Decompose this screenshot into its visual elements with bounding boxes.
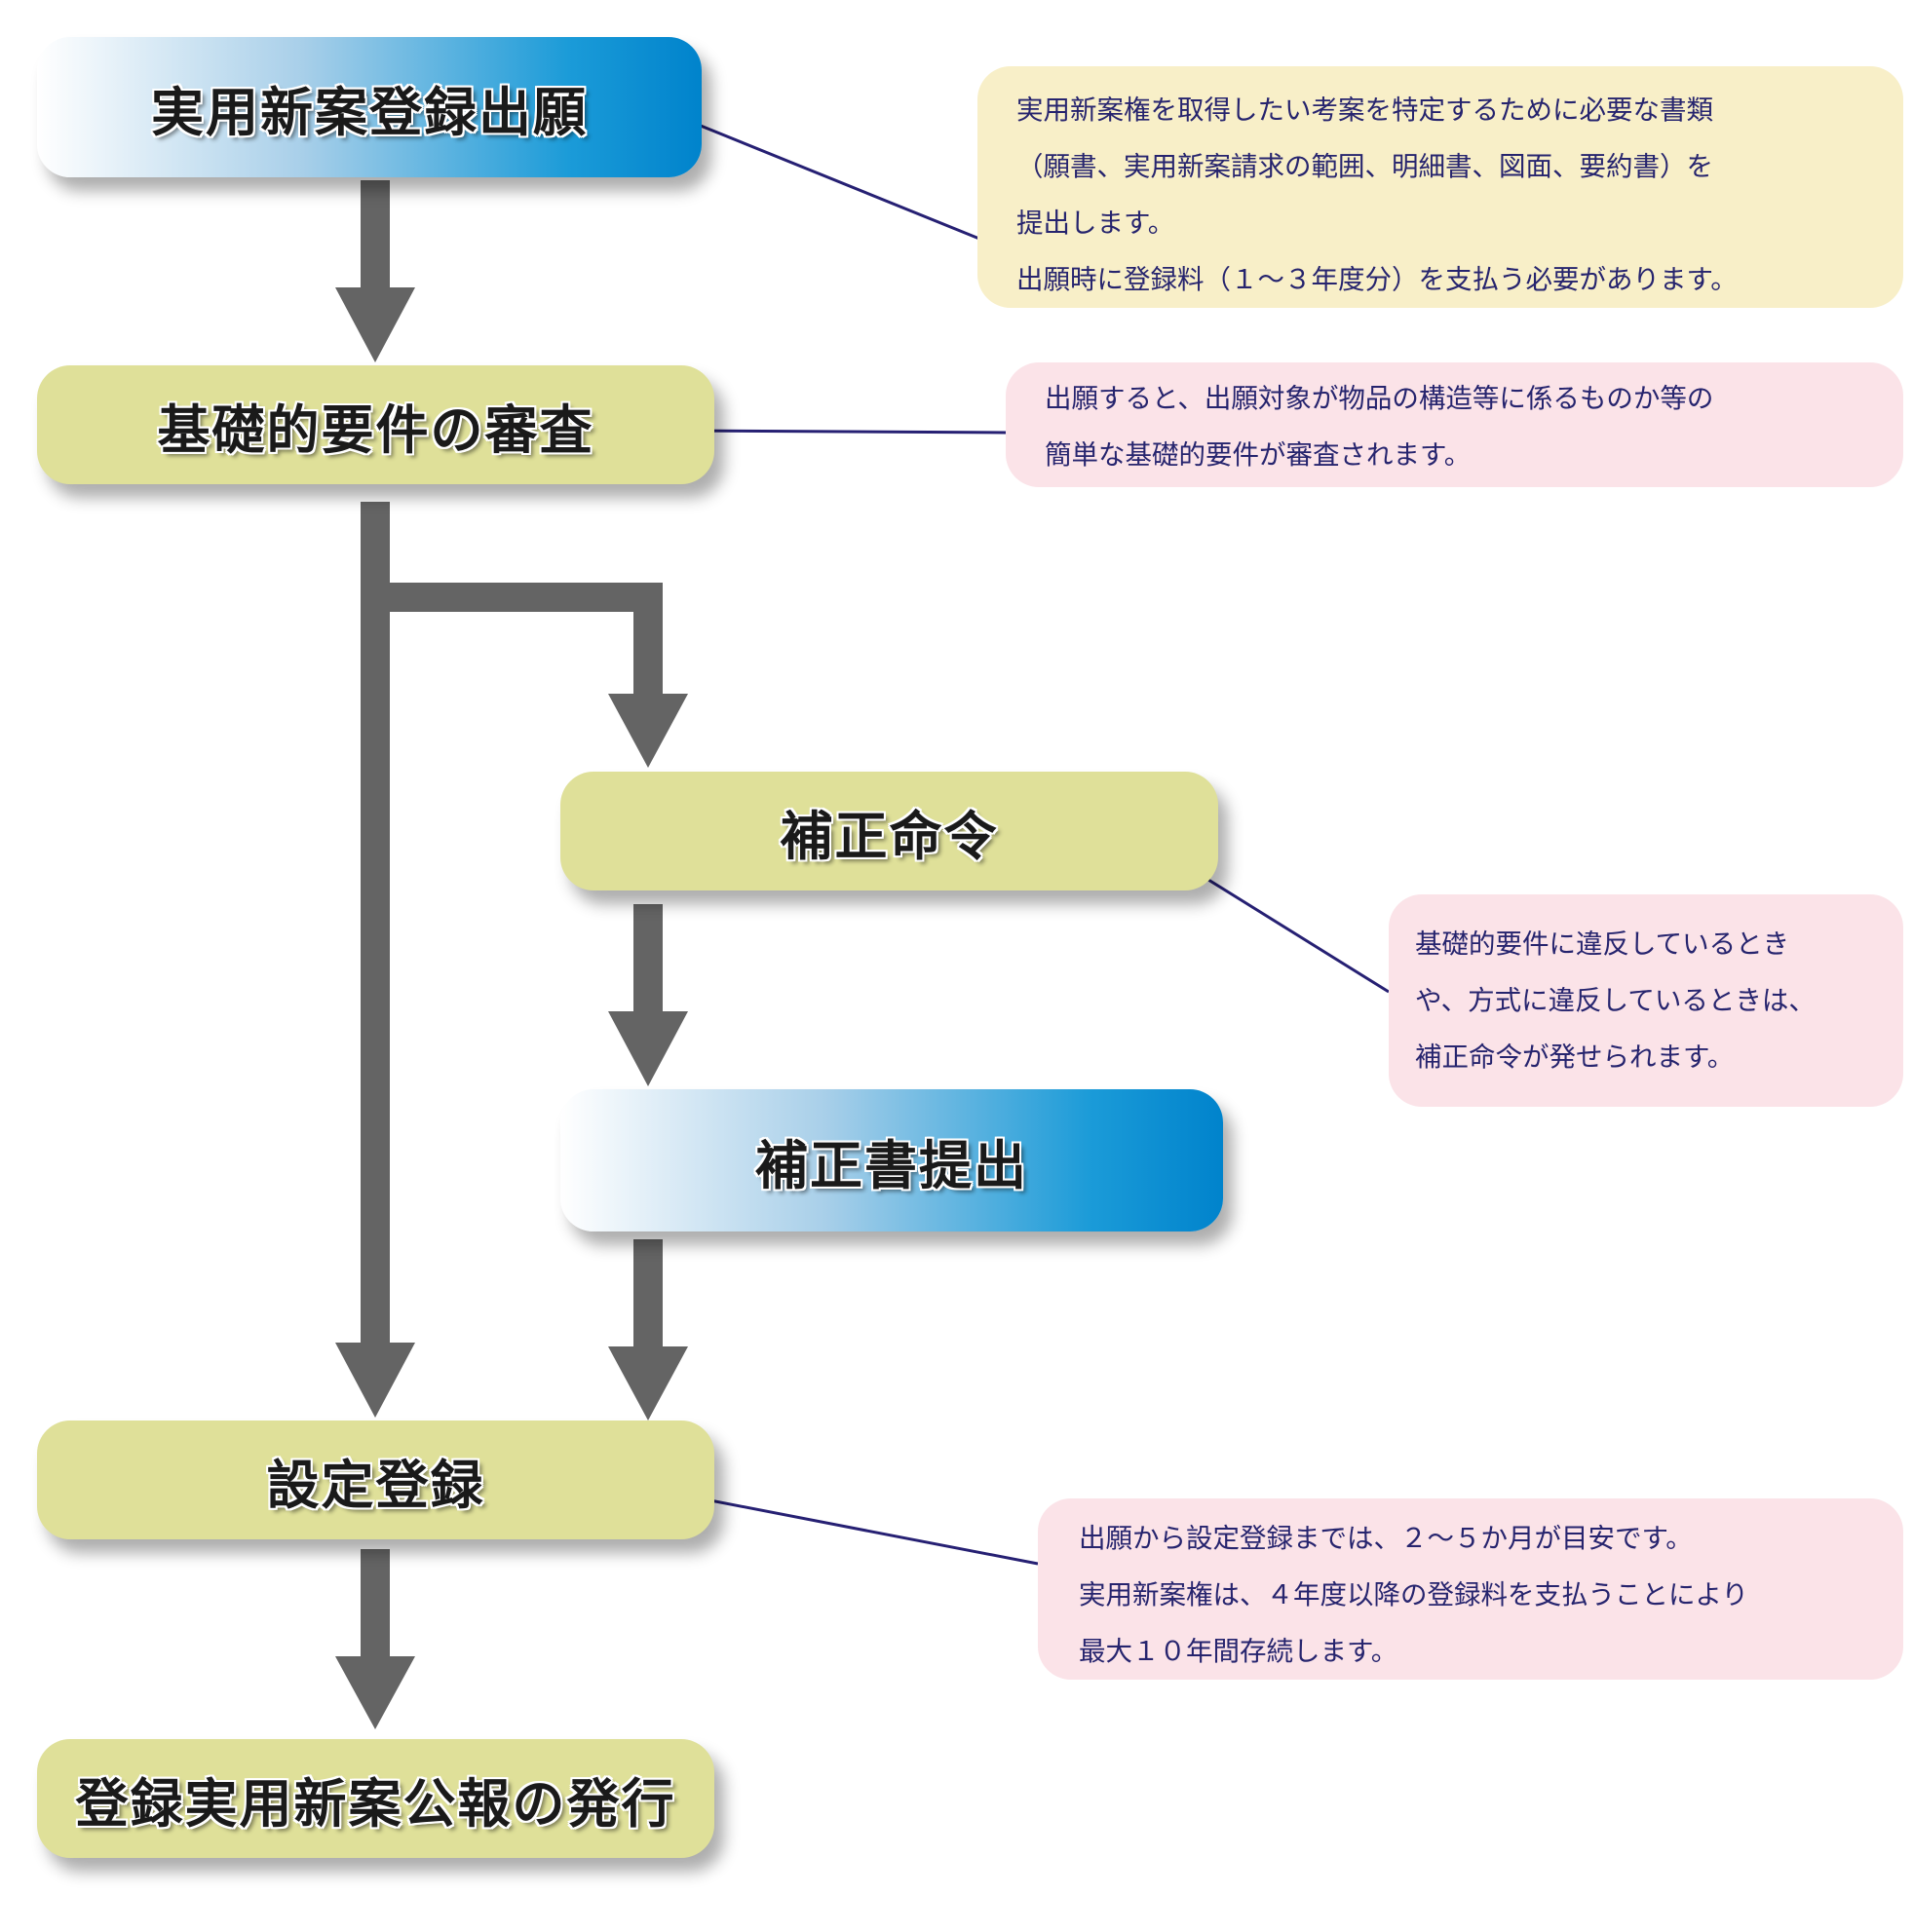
arrow-application-to-exam: [335, 180, 415, 362]
branch-horizontal: [390, 583, 663, 612]
note-amendment-order-line: 補正命令が発せられます。: [1415, 1042, 1735, 1073]
step-application-label: 実用新案登録出願: [151, 81, 588, 143]
note-application-line: 提出します。: [1016, 208, 1175, 239]
step-publication-label: 登録実用新案公報の発行: [75, 1772, 676, 1835]
note-registration-line: 出願から設定登録までは、２～５か月が目安です。: [1079, 1523, 1693, 1554]
step-amendment-submission: 補正書提出: [560, 1089, 1223, 1231]
note-application-line: （願書、実用新案請求の範囲、明細書、図面、要約書）を: [1016, 151, 1713, 182]
note-amendment-order-line: 基礎的要件に違反しているとき: [1415, 928, 1790, 960]
connector-exam-note: [684, 429, 1007, 435]
connector-application-note: [654, 105, 980, 241]
step-registration-label: 設定登録: [266, 1454, 485, 1516]
note-application-line: 出願時に登録料（１～３年度分）を支払う必要があります。: [1016, 264, 1738, 295]
step-basic-exam-label: 基礎的要件の審査: [157, 398, 594, 461]
note-amendment-order: 基礎的要件に違反しているとき や、方式に違反しているときは、 補正命令が発せられ…: [1389, 894, 1903, 1107]
note-basic-exam-line: 出願すると、出願対象が物品の構造等に係るものか等の: [1045, 383, 1714, 414]
arrow-registration-to-publication: [335, 1549, 415, 1729]
note-basic-exam: 出願すると、出願対象が物品の構造等に係るものか等の 簡単な基礎的要件が審査されま…: [1006, 362, 1903, 487]
step-registration: 設定登録: [37, 1421, 714, 1539]
note-basic-exam-line: 簡単な基礎的要件が審査されます。: [1045, 439, 1472, 471]
note-registration-line: 最大１０年間存続します。: [1079, 1636, 1398, 1667]
arrow-order-to-submit: [608, 904, 688, 1086]
note-application: 実用新案権を取得したい考案を特定するために必要な書類 （願書、実用新案請求の範囲…: [977, 66, 1903, 308]
step-amendment-submission-label: 補正書提出: [755, 1134, 1028, 1196]
step-amendment-order: 補正命令: [560, 772, 1218, 890]
note-amendment-order-line: や、方式に違反しているときは、: [1415, 985, 1816, 1016]
note-registration-line: 実用新案権は、４年度以降の登録料を支払うことにより: [1079, 1579, 1748, 1610]
step-publication: 登録実用新案公報の発行: [37, 1739, 714, 1858]
note-registration: 出願から設定登録までは、２～５か月が目安です。 実用新案権は、４年度以降の登録料…: [1038, 1498, 1903, 1680]
connector-registration-note: [684, 1494, 1039, 1566]
step-amendment-order-label: 補正命令: [780, 805, 999, 867]
step-application: 実用新案登録出願: [37, 37, 702, 177]
note-application-line: 実用新案権を取得したい考案を特定するために必要な書類: [1016, 95, 1713, 126]
arrow-branch-to-amend-order: [608, 583, 688, 768]
step-basic-exam: 基礎的要件の審査: [37, 365, 714, 484]
arrow-submit-to-registration: [608, 1239, 688, 1421]
arrow-exam-to-registration: [335, 502, 415, 1418]
